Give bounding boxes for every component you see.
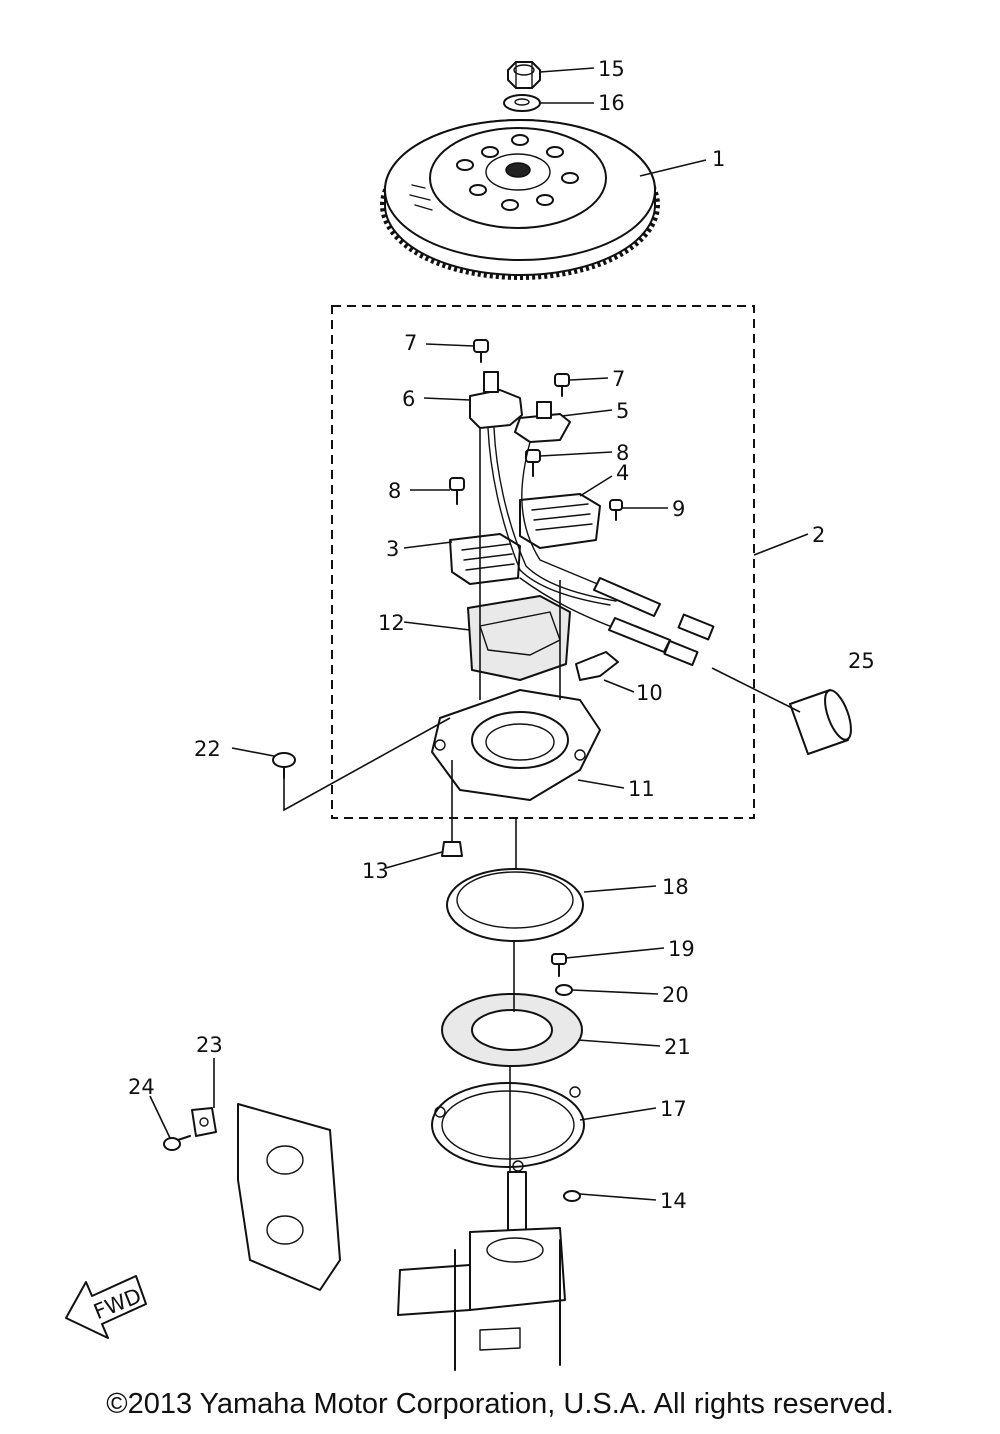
callout-9: 9 [672, 497, 685, 521]
callout-20: 20 [662, 983, 689, 1007]
part-21-retainer [441, 993, 583, 1067]
wire-harness [487, 427, 715, 667]
callout-13: 13 [362, 859, 389, 883]
callout-23: 23 [196, 1033, 223, 1057]
callout-14: 14 [660, 1189, 687, 1213]
part-16-washer [503, 94, 541, 112]
part-14-key [563, 1190, 581, 1202]
part-7-screw-a [473, 339, 489, 363]
part-12-coil-bracket [467, 595, 571, 681]
part-6-pulser-coil [469, 371, 523, 429]
callout-24: 24 [128, 1075, 155, 1099]
callout-5: 5 [616, 399, 629, 423]
part-19-screw [551, 953, 567, 977]
callout-15: 15 [598, 57, 625, 81]
part-23-bracket [191, 1107, 217, 1137]
intake-manifold [237, 1103, 341, 1291]
callout-21: 21 [664, 1035, 691, 1059]
callout-7a: 7 [404, 331, 417, 355]
callout-6: 6 [402, 387, 415, 411]
part-15-nut [507, 61, 541, 89]
part-18-ring [446, 868, 584, 942]
copyright-notice: ©2013 Yamaha Motor Corporation, U.S.A. A… [106, 1388, 894, 1420]
callout-7b: 7 [612, 367, 625, 391]
part-10-clamp [575, 651, 619, 681]
callout-18: 18 [662, 875, 689, 899]
part-11-stator-base [431, 689, 601, 801]
callout-2: 2 [812, 523, 825, 547]
crankcase [397, 1171, 566, 1371]
fwd-arrow: FWD [65, 1275, 147, 1339]
callouts: 15 16 1 7 7 6 5 8 4 8 9 2 3 12 25 10 22 … [128, 57, 875, 1213]
callout-8a: 8 [616, 441, 629, 465]
callout-19: 19 [668, 937, 695, 961]
part-3-lighting-coil [449, 533, 521, 585]
callout-1: 1 [712, 147, 725, 171]
callout-25: 25 [848, 649, 875, 673]
part-20-washer [555, 984, 573, 996]
part-22-bolt [272, 752, 296, 779]
callout-16: 16 [598, 91, 625, 115]
callout-8b: 8 [388, 479, 401, 503]
callout-3: 3 [386, 537, 399, 561]
part-25-cap [789, 689, 852, 755]
part-5-pulser-coil [514, 401, 571, 443]
alignment-lines [283, 428, 801, 1172]
part-8-screw-a [525, 449, 541, 477]
part-17-gasket [431, 1082, 585, 1172]
part-4-charge-coil [519, 493, 601, 549]
callout-10: 10 [636, 681, 663, 705]
stator-assembly-box [331, 305, 755, 819]
part-7-screw-b [554, 373, 570, 397]
callout-11: 11 [628, 777, 655, 801]
callout-22: 22 [194, 737, 221, 761]
part-9-screw [609, 499, 623, 521]
part-1-flywheel [380, 119, 660, 280]
part-8-screw-b [449, 477, 465, 505]
callout-12: 12 [378, 611, 405, 635]
leader-lines [149, 67, 809, 1201]
callout-4: 4 [616, 461, 629, 485]
part-24-bolt [163, 1135, 191, 1151]
callout-17: 17 [660, 1097, 687, 1121]
part-13-grommet [441, 841, 463, 857]
